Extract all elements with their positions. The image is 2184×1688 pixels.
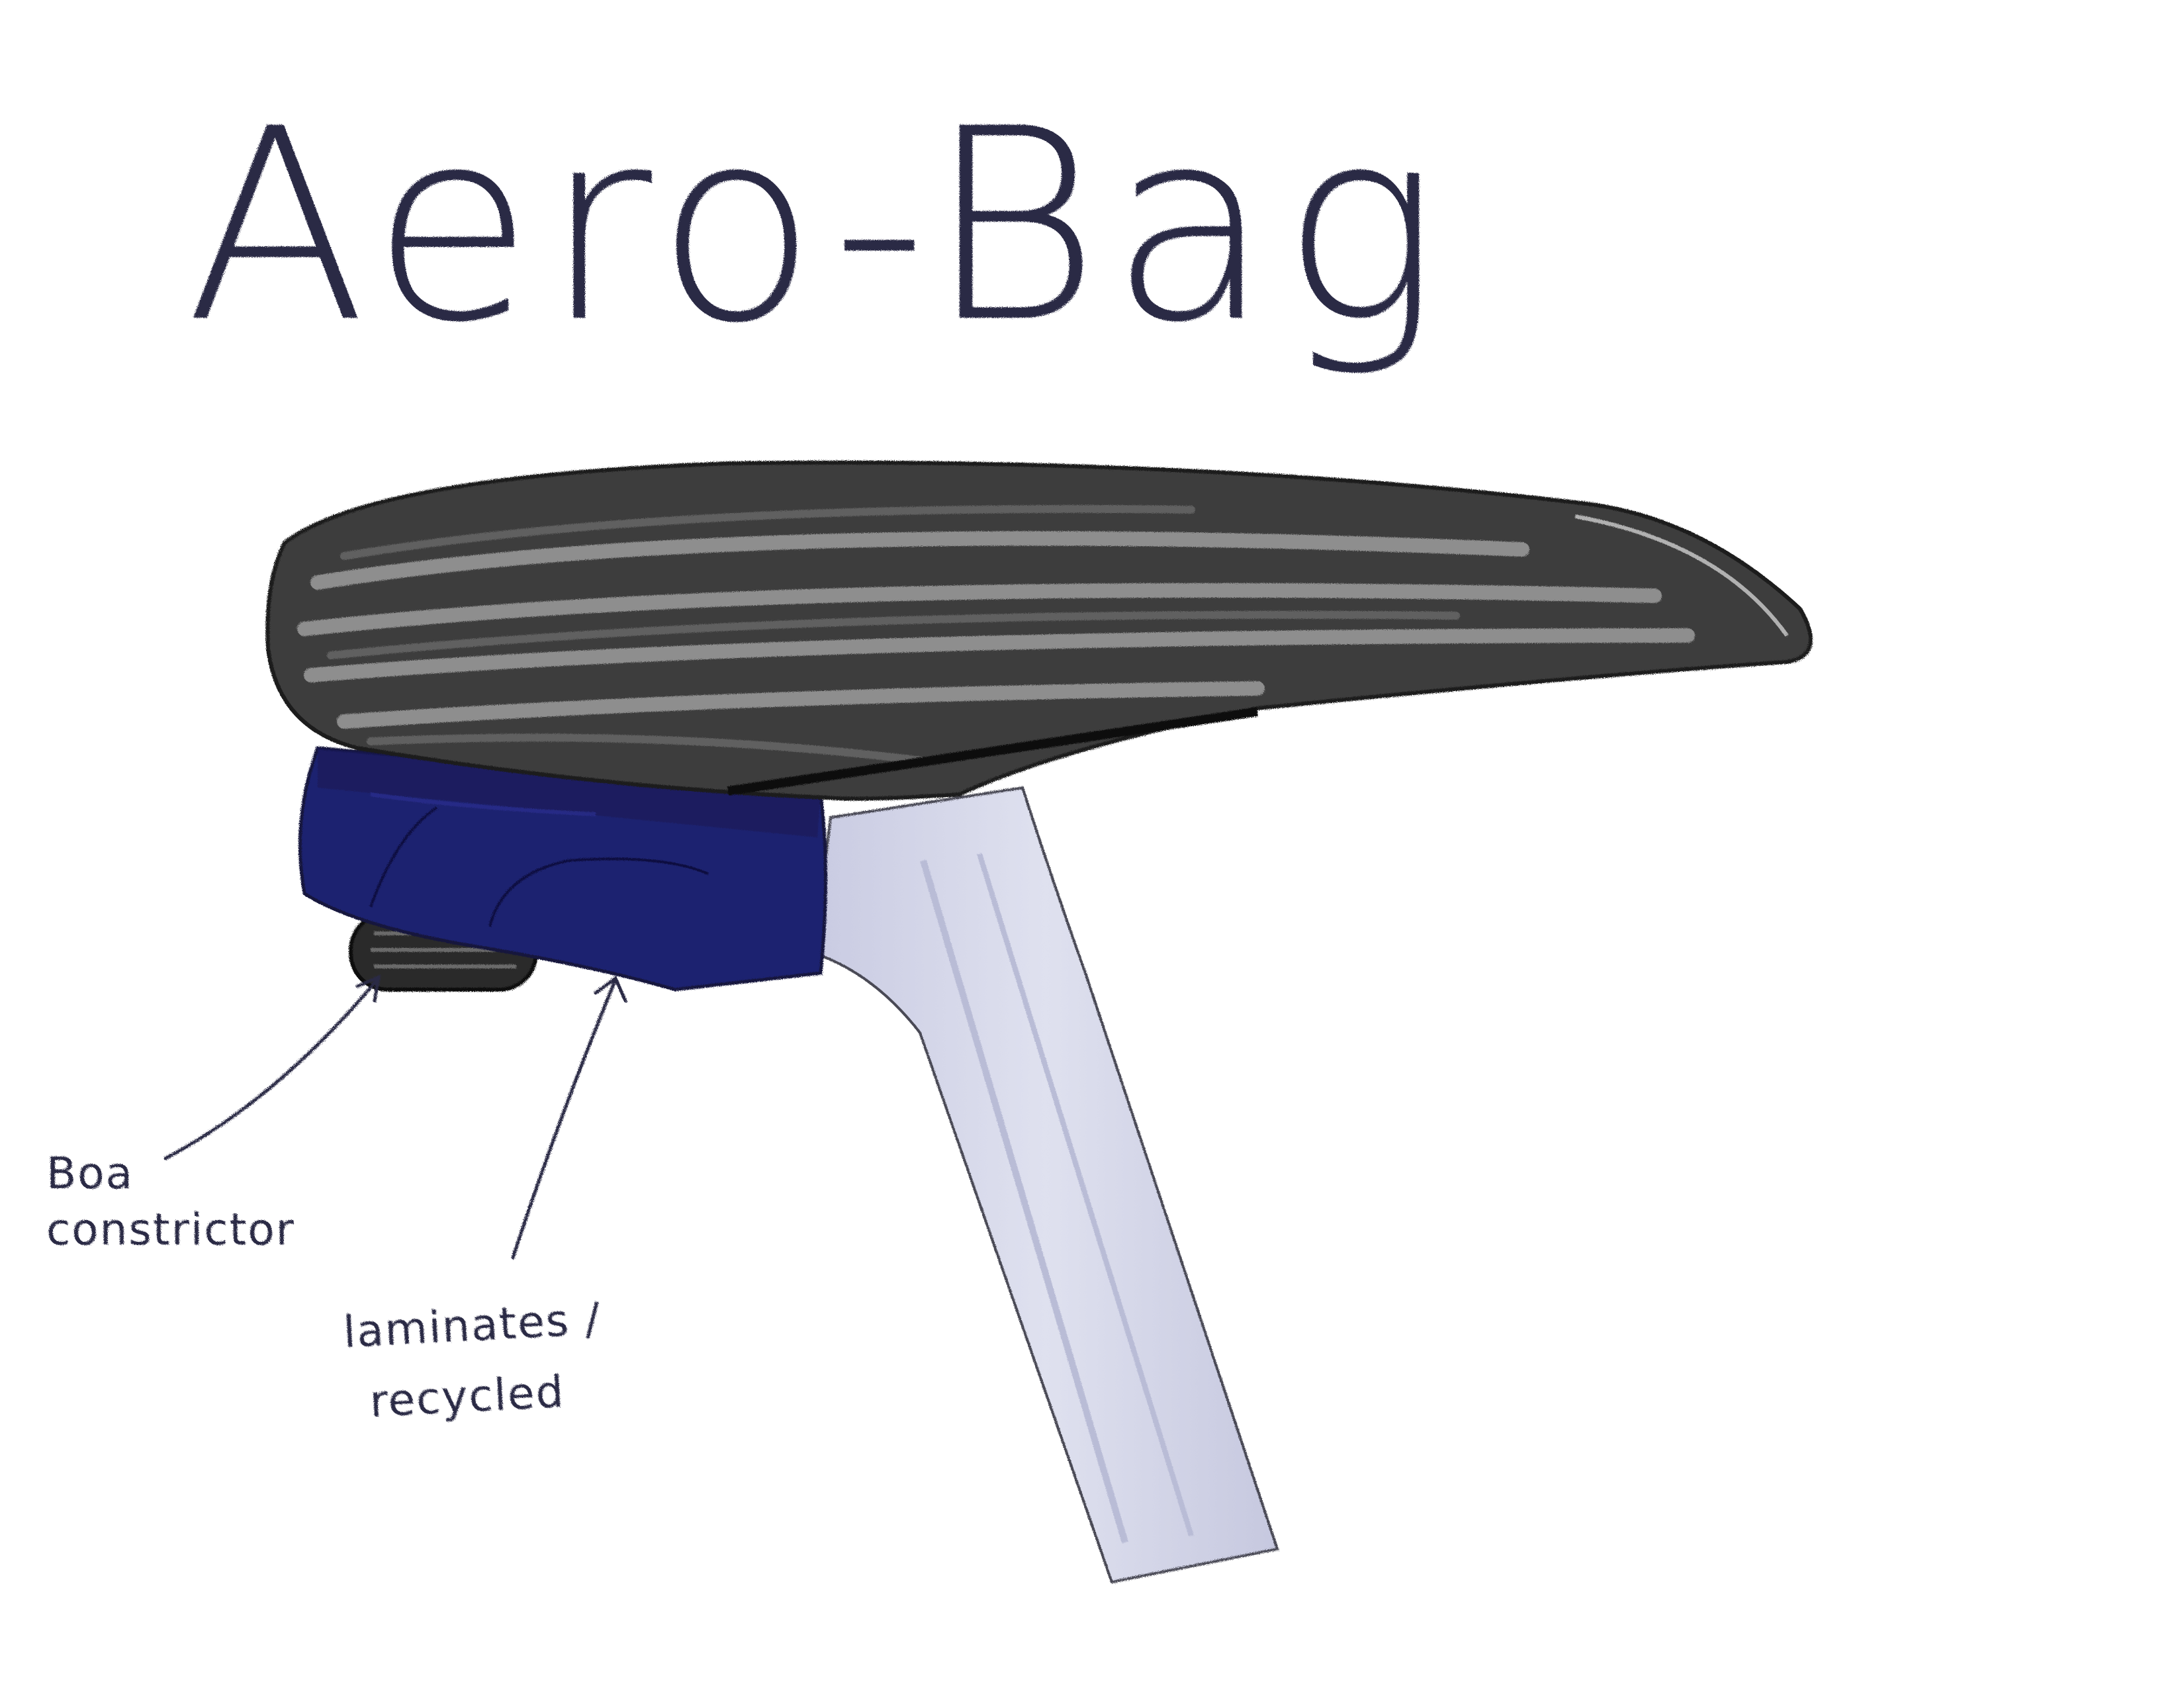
label-laminates-line2: recycled [369,1366,566,1427]
saddle [267,463,1811,799]
label-laminates-line1: laminates / [342,1293,602,1358]
label-boa-line2: constrictor [46,1204,295,1255]
label-boa-line1: Boa [46,1148,134,1199]
sketch-title: Aero-Bag [185,73,1449,381]
seatpost [814,788,1277,1582]
arrow-icon [513,978,625,1258]
arrow-icon [165,977,379,1158]
